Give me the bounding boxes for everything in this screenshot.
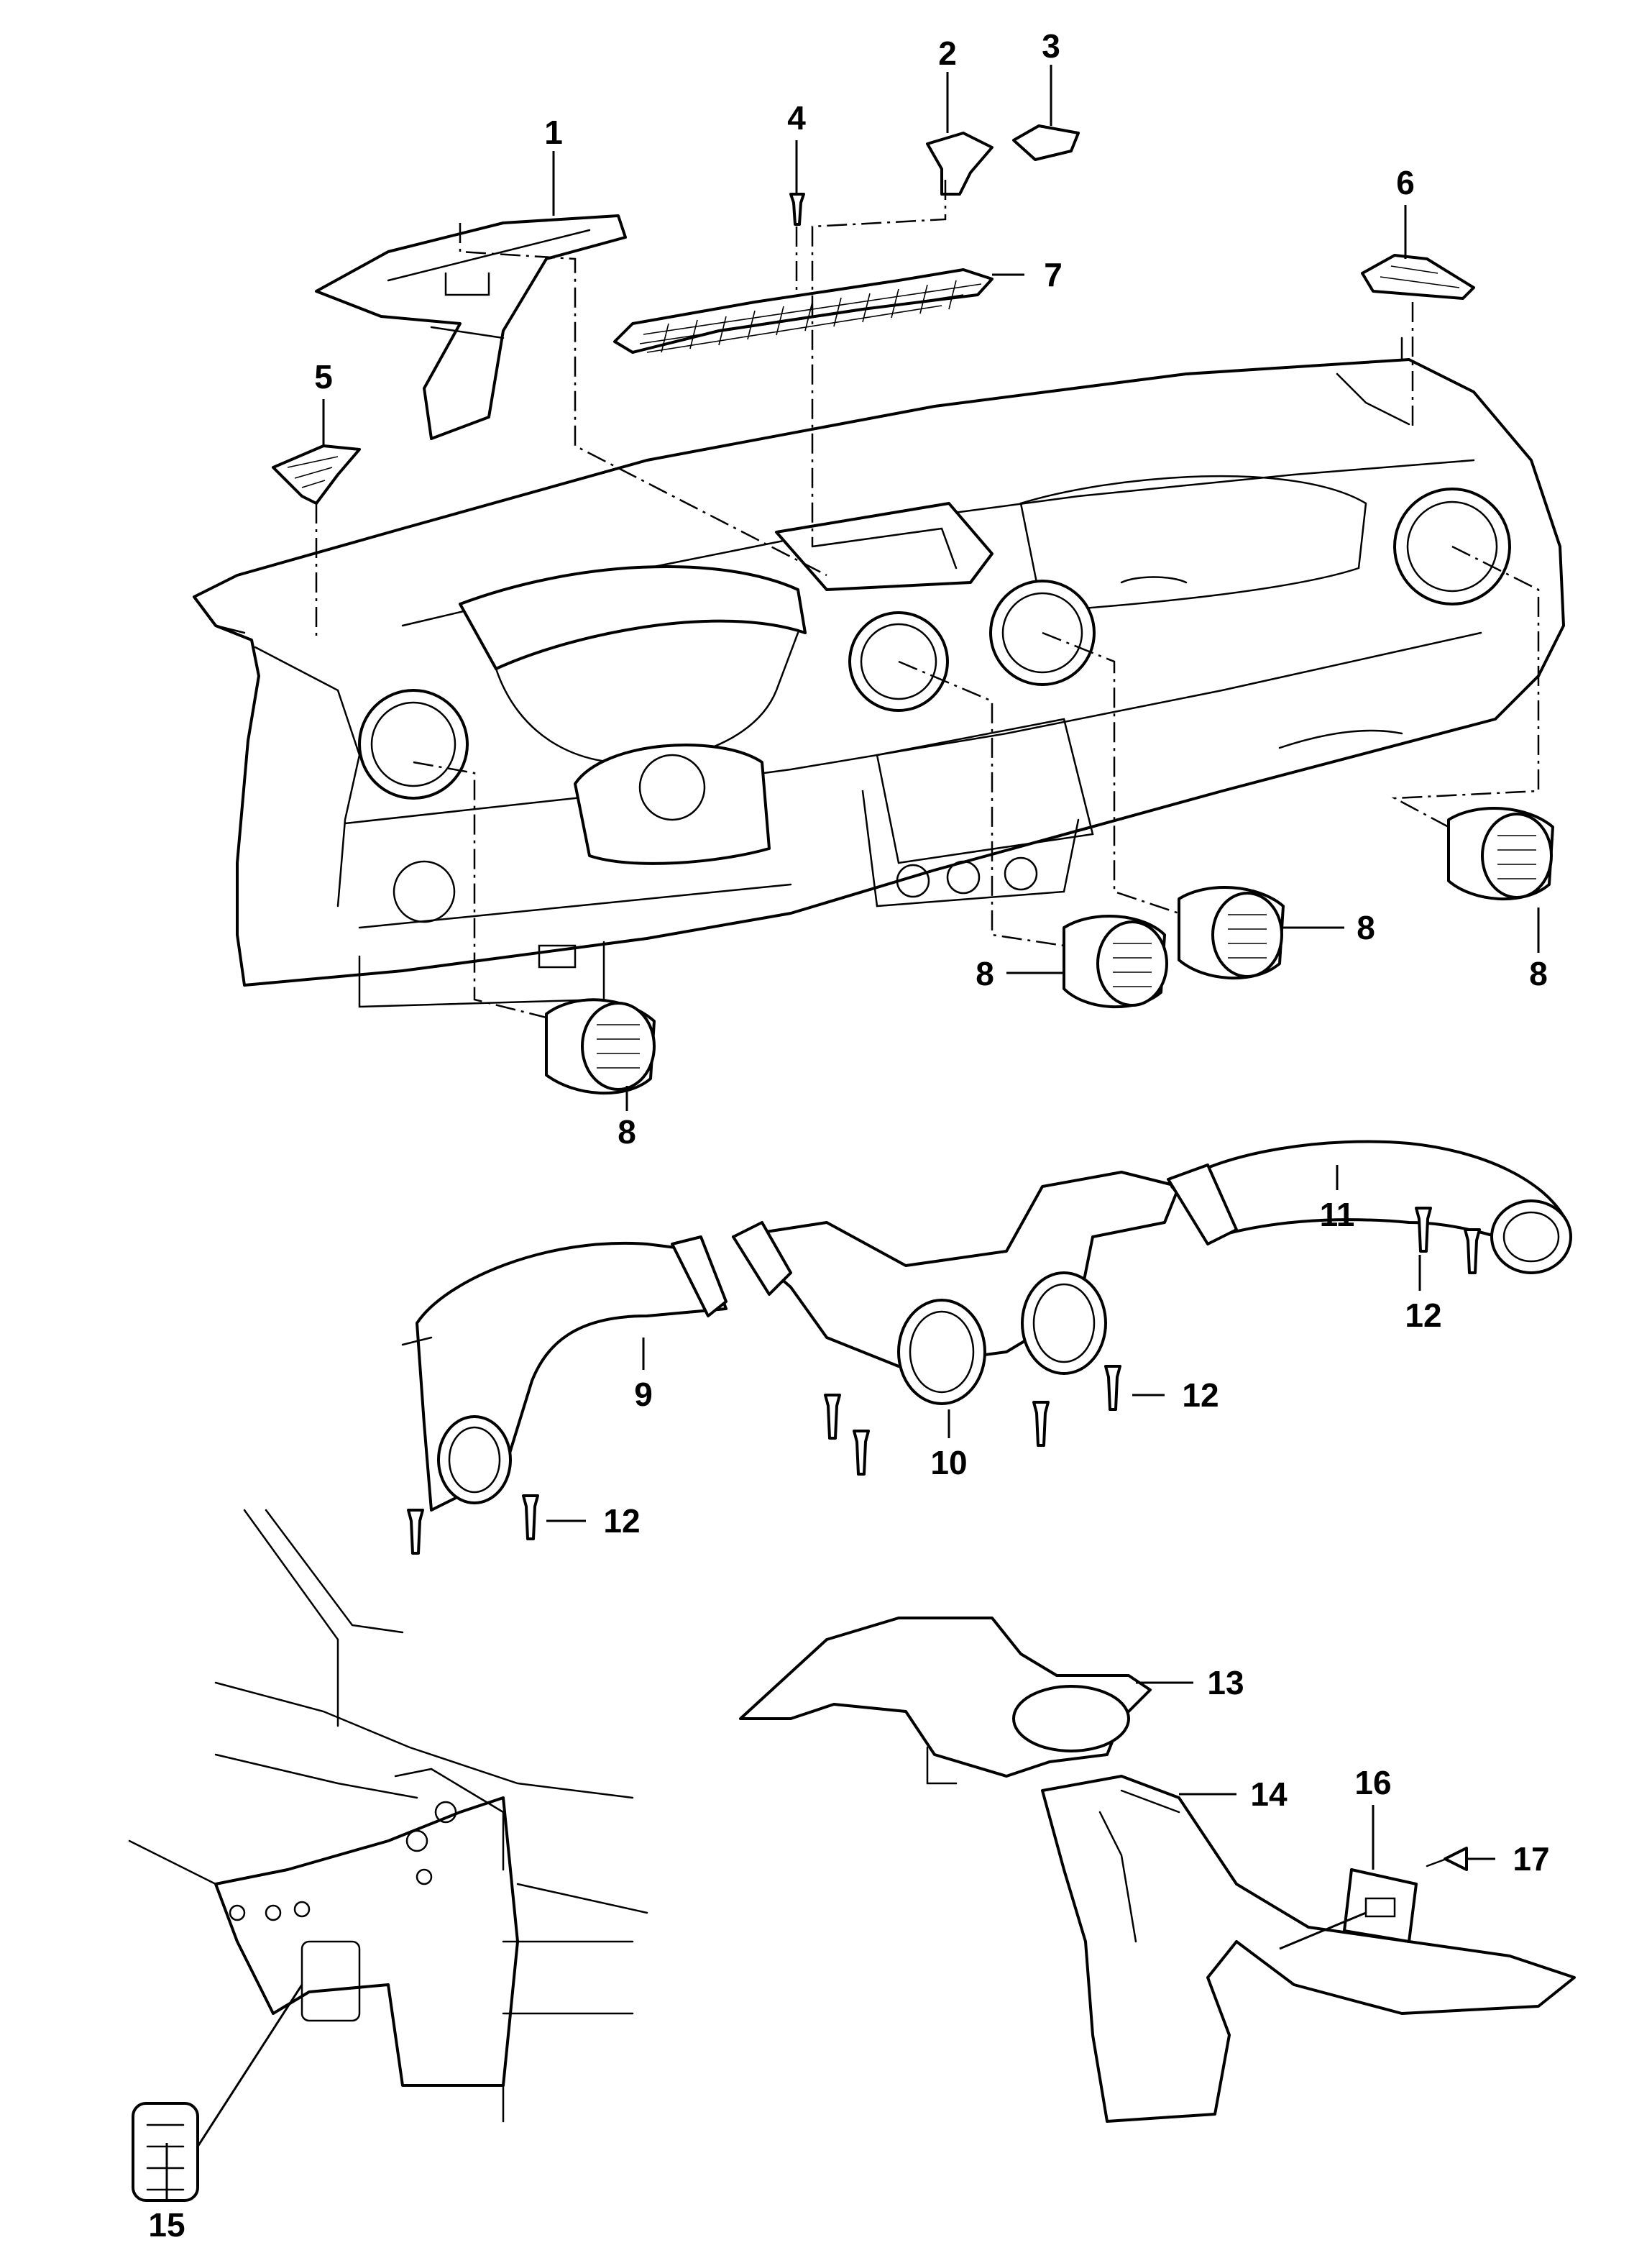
dashboard-panel [193, 337, 1565, 1008]
part-11-right-air-duct [1167, 1140, 1572, 1274]
callout-7: 7 [1044, 256, 1063, 293]
part-17-screw [1426, 1847, 1468, 1871]
callout-10: 10 [930, 1444, 967, 1481]
part-8-vent-centre-right [1178, 886, 1285, 980]
callout-5: 5 [314, 358, 333, 396]
part-9-left-air-duct [401, 1235, 728, 1512]
part-1-defroster-duct [315, 214, 627, 440]
callout-8a: 8 [1357, 909, 1375, 946]
part-8-vent-centre-left [1063, 915, 1168, 1009]
callout-9: 9 [634, 1376, 653, 1413]
part-14-floor-duct-lower [1041, 1775, 1576, 2123]
callout-3: 3 [1042, 27, 1060, 65]
callout-17: 17 [1513, 1840, 1549, 1878]
part-5-left-speaker-grille [272, 444, 361, 505]
part-3-cover-cap [1012, 124, 1080, 161]
callout-11: 11 [1320, 1196, 1355, 1233]
callout-13: 13 [1207, 1664, 1244, 1701]
part-16-bracket-plate [1343, 1868, 1418, 1943]
callout-6: 6 [1396, 164, 1415, 201]
callout-12b: 12 [1182, 1376, 1219, 1414]
part-4-screw-top [789, 193, 805, 226]
part-15-grommet [132, 2102, 199, 2202]
callout-2: 2 [938, 35, 957, 72]
part-7-centre-defrost-grille [613, 268, 994, 354]
leader-lines [165, 65, 1540, 2200]
callout-labels: 1 2 3 4 5 6 7 8 8 8 8 9 10 11 12 12 12 1… [148, 27, 1549, 2244]
callout-15: 15 [148, 2206, 185, 2244]
part-10-centre-air-duct [732, 1171, 1180, 1405]
callout-8c: 8 [1529, 955, 1548, 992]
part-8-vent-left-lower [545, 998, 656, 1095]
part-13-floor-duct-upper [739, 1617, 1152, 1785]
part-8-vent-right [1447, 807, 1554, 901]
callout-16: 16 [1354, 1764, 1391, 1801]
assembly-dashed-lines [315, 180, 1540, 1019]
part-2-cover-clip [926, 132, 994, 196]
callout-1: 1 [544, 114, 563, 151]
callout-8d: 8 [618, 1113, 636, 1151]
callout-12a: 12 [1405, 1297, 1441, 1334]
callout-12c: 12 [603, 1502, 640, 1540]
callout-14: 14 [1250, 1775, 1288, 1813]
part-6-right-speaker-grille [1361, 254, 1475, 300]
part-12-screws [407, 1207, 1481, 1555]
callout-4: 4 [787, 99, 806, 137]
callout-8b: 8 [976, 955, 994, 992]
body-side-structure [128, 1509, 648, 2123]
